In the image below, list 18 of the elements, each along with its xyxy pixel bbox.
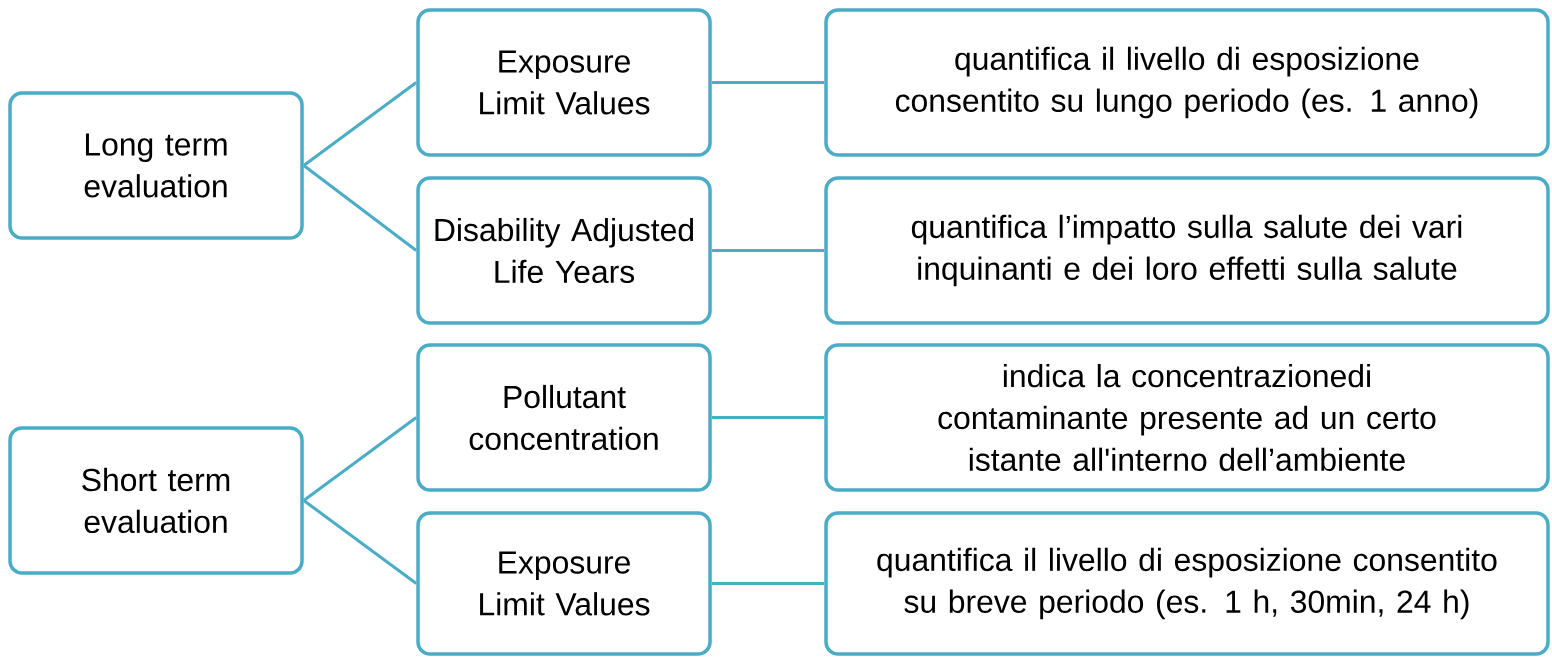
- connector-line: [302, 164, 418, 252]
- text-box: quantifica l’impatto sulla salute dei vari inquinanti e dei loro effetti sulla salute: [824, 176, 1550, 325]
- connector-line: [302, 81, 418, 167]
- connector-line: [302, 499, 418, 585]
- text-box: indica la concentrazionedi contaminante presente ad un certo istante all'interno dell’ambiente: [824, 343, 1550, 492]
- text-box: quantifica il livello di esposizione consentito su breve periodo (es. 1 h, 30min, 24 h): [824, 511, 1550, 656]
- text-box: Exposure Limit Values: [416, 511, 712, 656]
- connector-line: [711, 81, 825, 84]
- connector-line: [711, 582, 825, 585]
- text-box: Long term evaluation: [8, 91, 304, 240]
- text-box: Pollutant concentration: [416, 343, 712, 492]
- text-box: Disability Adjusted Life Years: [416, 176, 712, 325]
- text-box: quantifica il livello di esposizione consentito su lungo periodo (es. 1 anno): [824, 8, 1550, 157]
- connector-line: [302, 416, 418, 502]
- connector-line: [711, 249, 825, 252]
- text-box: Exposure Limit Values: [416, 8, 712, 157]
- connector-line: [711, 416, 825, 419]
- text-box: Short term evaluation: [8, 426, 304, 575]
